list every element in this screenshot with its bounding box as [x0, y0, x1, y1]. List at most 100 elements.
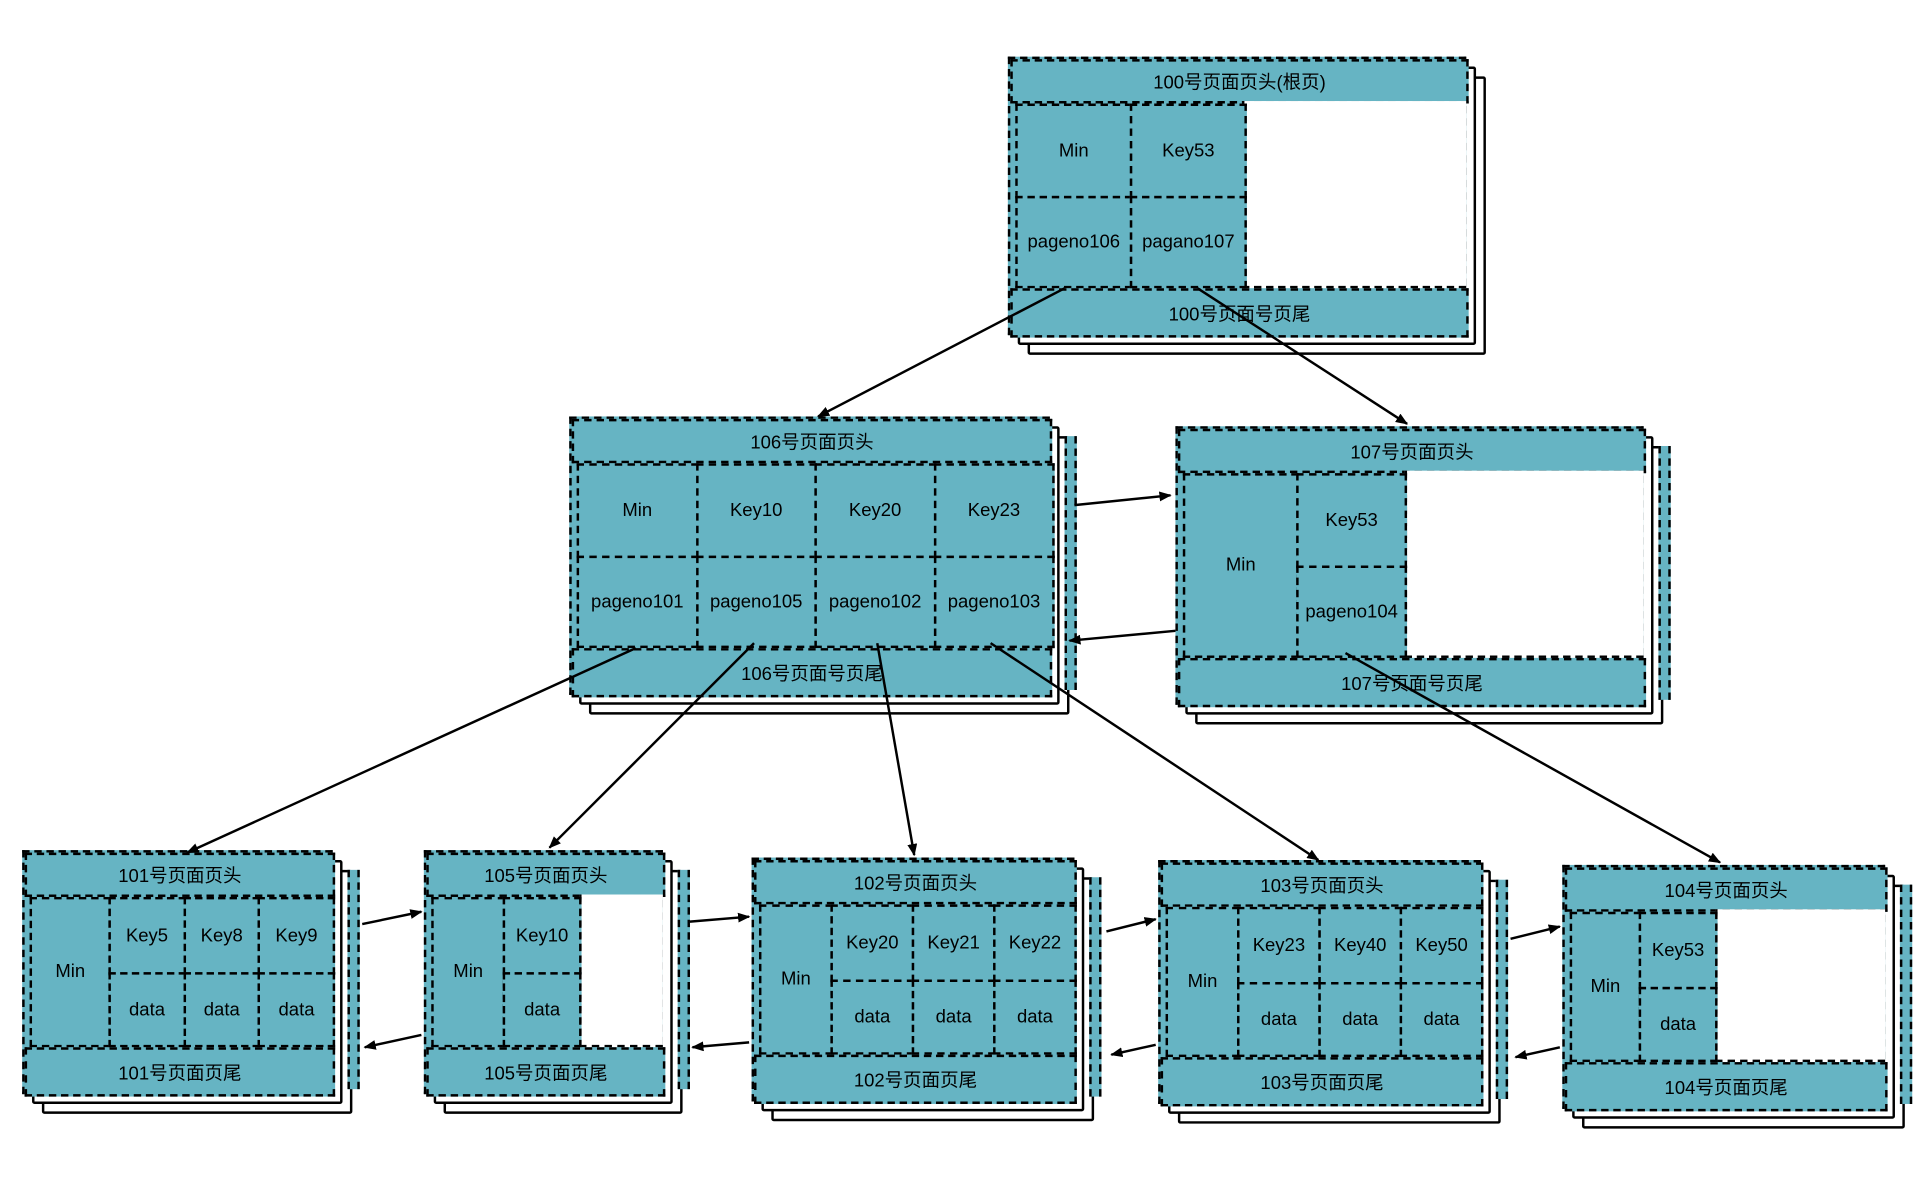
cell-text-line: Min	[1058, 139, 1089, 161]
cell-text-line: Key	[125, 924, 158, 946]
arrow-p106-to-p103	[989, 642, 1320, 862]
page-header: 105号页面页头	[426, 852, 666, 897]
cell-text-line: data	[935, 1006, 972, 1027]
arrow-p102-to-p103	[1106, 917, 1157, 933]
page-frame: 100号页面页头(根页)Minpageno106Key53pagano10710…	[1007, 56, 1469, 338]
page-footer: 103号页面页尾	[1160, 1057, 1484, 1107]
arrow-p101-to-p105	[361, 909, 423, 926]
arrow-p102-to-p105	[691, 1041, 750, 1052]
page-footer: 105号页面页尾	[426, 1047, 666, 1097]
data-cell: data	[1399, 981, 1484, 1058]
cell-text-line: data	[278, 998, 315, 1020]
min-cell: Min	[431, 896, 506, 1048]
page-header: 102号页面页头	[754, 860, 1077, 905]
arrow-p106-to-p101	[186, 646, 637, 854]
cell-text-line: 23	[1284, 934, 1306, 956]
page-footer: 107号页面号页尾	[1177, 657, 1647, 708]
cell-text-line: pageno	[1305, 600, 1368, 622]
cell-text-line: 23	[999, 499, 1021, 521]
page-edge-strip	[1899, 884, 1913, 1104]
page-edge-strip	[1064, 436, 1077, 690]
page-header: 104号页面页头	[1564, 867, 1888, 912]
cell-text-line: Key	[1415, 934, 1448, 956]
cell-text-line: Key	[729, 499, 762, 521]
arrow-p100-to-p107	[1196, 287, 1409, 425]
free-space	[1715, 909, 1886, 1063]
free-space	[1404, 470, 1644, 658]
cell-text-line: 105	[771, 590, 803, 612]
cell-text-line: 9	[307, 924, 318, 946]
data-cell: data	[1638, 986, 1718, 1063]
arrow-p107-to-p104	[1344, 651, 1722, 864]
cell-text-line: 5	[157, 924, 169, 946]
cell-text-line: 10	[761, 499, 783, 521]
page-footer: 106号页面号页尾	[571, 648, 1053, 698]
min-cell: Min	[576, 463, 698, 559]
cell-text-line: Min	[1225, 554, 1256, 576]
cell-text-line: pageno	[591, 590, 653, 612]
cell-text-line: Min	[453, 961, 484, 982]
arrow-p106-to-p107	[1074, 491, 1172, 507]
data-cell: data	[502, 972, 582, 1048]
cell-text-line: Key	[1651, 939, 1684, 961]
cell-text-line: data	[1423, 1008, 1460, 1030]
page-edge-strip	[1089, 877, 1102, 1097]
cell-text-line: 40	[1365, 934, 1387, 956]
cell-text-line: Key	[1334, 934, 1366, 956]
cell-text-line: Min	[55, 961, 86, 982]
arrow-p100-to-p106	[817, 287, 1066, 418]
cell-text-line: Key	[846, 932, 878, 954]
page-footer: 104号页面页尾	[1564, 1062, 1888, 1112]
cell-text-line: pagano	[1142, 231, 1204, 252]
page-edge-strip	[1658, 446, 1671, 700]
cell-text-line: 8	[232, 924, 243, 946]
cell-text-line: 107	[1203, 231, 1235, 252]
data-cell: data	[183, 972, 261, 1048]
cell-text-line: data	[524, 998, 561, 1020]
page-footer: 102号页面页尾	[754, 1054, 1077, 1104]
cell-text-line: data	[1342, 1008, 1379, 1030]
cell-text-line: 103	[1009, 590, 1041, 612]
cell-text-line: data	[203, 998, 240, 1020]
data-cell: data	[830, 979, 915, 1055]
page-edge-strip	[347, 869, 360, 1090]
cell-text-line: Min	[622, 499, 653, 521]
cell-text-line: pageno	[1027, 231, 1090, 252]
cell-text-line: Key	[275, 924, 308, 946]
arrow-p103-to-p102	[1110, 1043, 1156, 1058]
cell-text-line: 21	[959, 932, 980, 954]
cell-text-line: 10	[547, 924, 569, 946]
cell-text-line: Min	[781, 968, 811, 990]
page-header: 101号页面页头	[24, 852, 336, 897]
cell-text-line: Key	[1252, 934, 1285, 956]
cell-text-line: Key	[1162, 139, 1195, 161]
cell-text-line: pageno	[947, 590, 1010, 612]
page-header: 106号页面页头	[571, 418, 1053, 464]
page-edge-strip	[677, 869, 690, 1090]
cell-text-line: 22	[1040, 932, 1062, 954]
